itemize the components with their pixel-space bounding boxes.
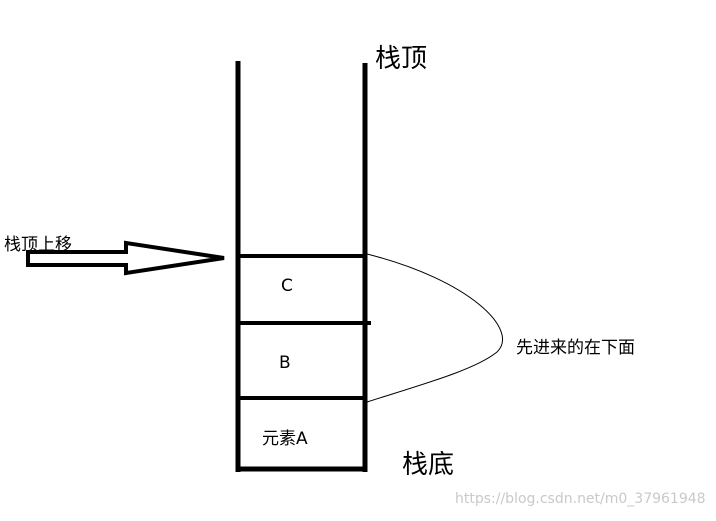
- stack-element-b: B: [279, 353, 291, 373]
- arrow-right-icon: [26, 240, 225, 276]
- stack-top-label: 栈顶: [375, 44, 428, 74]
- stack-element-a: 元素A: [262, 429, 308, 449]
- top-moves-up-label: 栈顶上移: [4, 235, 72, 255]
- watermark-url: https://blog.csdn.net/m0_37961948: [455, 491, 706, 507]
- stack-bottom-label: 栈底: [402, 450, 455, 480]
- stack-element-c: C: [281, 276, 293, 296]
- first-in-below-label: 先进来的在下面: [516, 338, 635, 358]
- bracket-curve: [366, 253, 503, 403]
